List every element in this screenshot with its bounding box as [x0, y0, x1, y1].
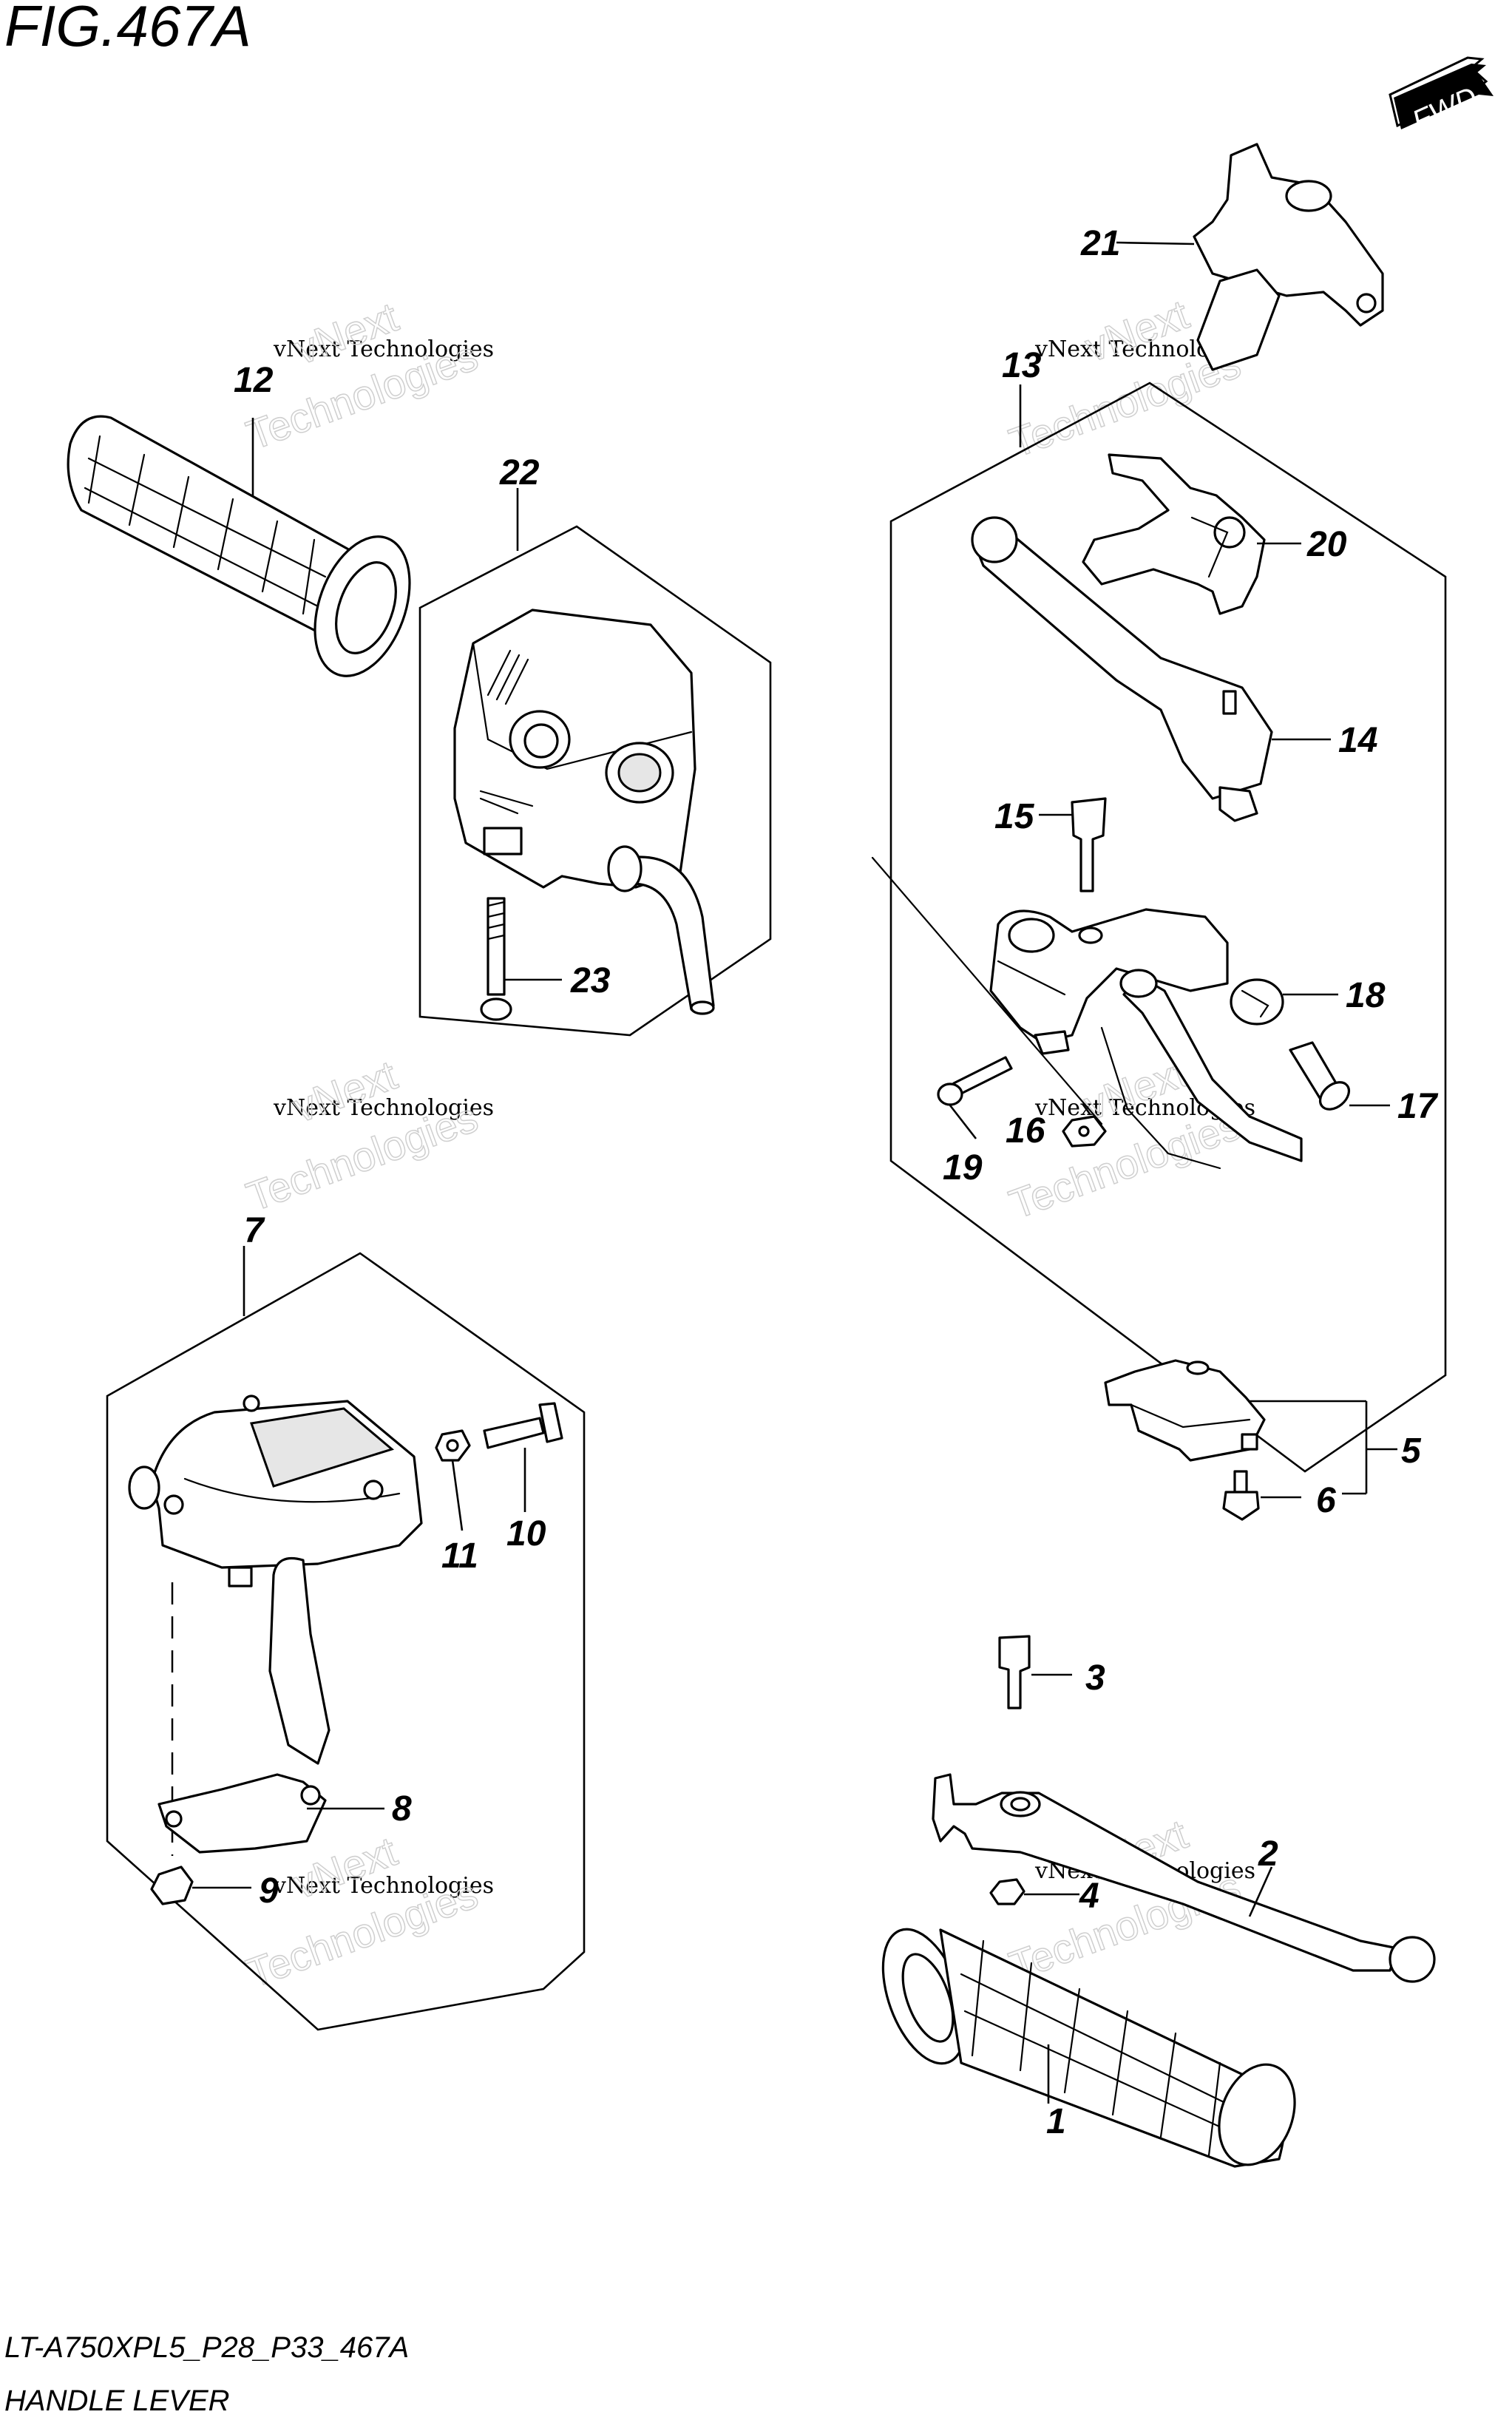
callout-3: 3 [1085, 1658, 1105, 1698]
fwd-arrow-icon: FWD [1389, 56, 1494, 138]
box-7-throttle-housing [106, 1246, 586, 2031]
callout-16: 16 [1006, 1111, 1045, 1150]
callout-7: 7 [244, 1211, 265, 1250]
callout-23: 23 [570, 961, 611, 1000]
callout-21: 21 [1080, 224, 1120, 263]
callout-19: 19 [943, 1148, 983, 1187]
callout-4: 4 [1079, 1877, 1099, 1916]
callout-9: 9 [259, 1871, 279, 1911]
callout-2: 2 [1258, 1834, 1278, 1874]
part-2-brake-lever [932, 1773, 1436, 1983]
callout-8: 8 [392, 1789, 412, 1829]
callout-18: 18 [1346, 976, 1386, 1015]
part-21-lever-cover [1116, 143, 1384, 371]
callout-14: 14 [1338, 721, 1377, 760]
callout-12: 12 [234, 361, 274, 400]
part-4-nut [989, 1878, 1079, 1905]
svg-text:vNext Technologies: vNext Technologies [273, 1095, 494, 1121]
callout-22: 22 [499, 453, 540, 492]
box-13-lever-assembly [871, 382, 1447, 1473]
section-name: HANDLE LEVER [4, 2385, 230, 2417]
watermark-3: vNext Technologies vNext Technologies [240, 1051, 494, 1221]
part-3-pivot-bolt [998, 1635, 1072, 1709]
figure-title: FIG.467A [4, 0, 251, 58]
callout-6: 6 [1316, 1481, 1336, 1520]
svg-text:vNext Technologies: vNext Technologies [273, 336, 494, 362]
svg-text:vNext Technologies: vNext Technologies [273, 1873, 494, 1899]
callout-13: 13 [1002, 346, 1042, 385]
part-12-handlebar-grip [67, 415, 411, 677]
watermark-5: vNext Technologies vNext Technologies [240, 1827, 494, 1997]
callout-10: 10 [506, 1514, 546, 1553]
watermark-1: vNext Technologies vNext Technologies [240, 293, 494, 459]
box-22-switch-assembly [418, 488, 772, 1037]
callout-20: 20 [1306, 525, 1347, 564]
callout-17: 17 [1397, 1087, 1439, 1126]
part-1-handlebar-grip [881, 1928, 1296, 2168]
part-5-stop-switch [1104, 1359, 1397, 1521]
callout-1: 1 [1046, 2102, 1066, 2141]
callout-5: 5 [1401, 1431, 1422, 1471]
model-code: LT-A750XPL5_P28_P33_467A [4, 2331, 409, 2364]
callout-15: 15 [994, 797, 1035, 836]
callout-11: 11 [441, 1536, 478, 1576]
